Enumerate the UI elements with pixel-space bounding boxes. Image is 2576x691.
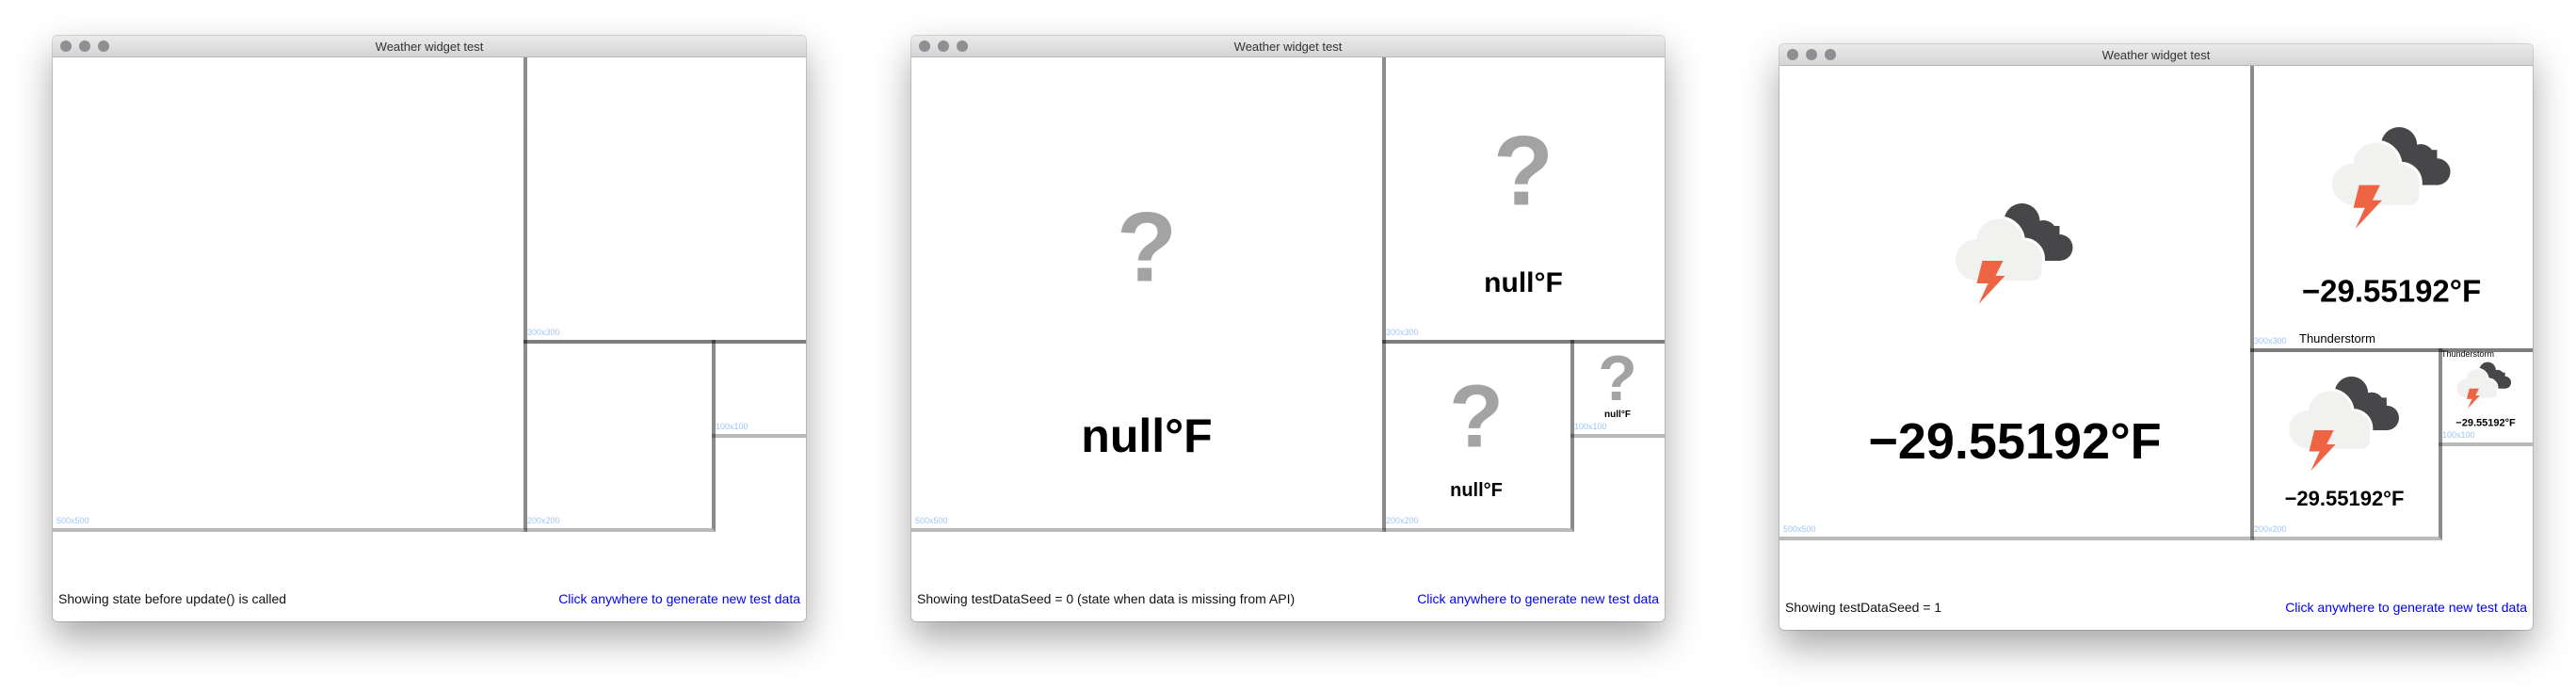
size-label: 500x500: [56, 516, 89, 525]
status-text: Showing testDataSeed = 1: [1785, 600, 1942, 615]
size-label: 300x300: [1386, 328, 1419, 337]
temperature: null°F: [1484, 267, 1563, 298]
title-bar[interactable]: Weather widget test: [53, 36, 806, 57]
question-mark-icon: ?: [1492, 116, 1554, 227]
minimize-button[interactable]: [1806, 49, 1817, 60]
temperature: null°F: [1450, 480, 1503, 501]
size-label: 200x200: [2254, 524, 2287, 534]
status-text: Showing state before update() is called: [58, 591, 287, 606]
temperature: −29.55192°F: [1868, 413, 2162, 470]
window-content[interactable]: ? null°F 500x500 ? null°F 300x300 ? null…: [911, 57, 1665, 621]
zoom-button[interactable]: [1825, 49, 1836, 60]
size-label: 300x300: [2254, 336, 2287, 346]
temperature: −29.55192°F: [2284, 487, 2405, 510]
widget-100: Thunderstorm −29.55192°F 100x100: [2439, 348, 2533, 446]
question-mark-icon: ?: [1448, 366, 1505, 467]
window-title: Weather widget test: [375, 40, 484, 54]
thunderstorm-icon: [2286, 376, 2401, 473]
widget-300: 300x300: [523, 57, 806, 344]
temperature: null°F: [1081, 410, 1213, 462]
temperature: −29.55192°F: [2301, 273, 2482, 309]
condition-label: Thunderstorm: [2441, 349, 2495, 359]
size-label: 100x100: [2442, 430, 2475, 440]
close-button[interactable]: [1787, 49, 1798, 60]
widget-500: 500x500: [53, 57, 527, 532]
size-label: 100x100: [1574, 422, 1607, 431]
temperature: −29.55192°F: [2455, 417, 2516, 429]
widget-200: 200x200: [523, 340, 716, 532]
generate-test-data-link[interactable]: Click anywhere to generate new test data: [558, 591, 800, 606]
thunderstorm-icon: [2328, 126, 2453, 231]
zoom-button[interactable]: [957, 40, 968, 52]
widget-200: −29.55192°F 200x200: [2250, 348, 2442, 540]
thunderstorm-icon: [1952, 202, 2075, 306]
size-label: 500x500: [1783, 524, 1816, 534]
minimize-button[interactable]: [938, 40, 949, 52]
window-content[interactable]: 500x500 300x300 200x200 100x100 Showing …: [53, 57, 806, 621]
generate-test-data-link[interactable]: Click anywhere to generate new test data: [2285, 600, 2527, 615]
condition-label: Thunderstorm: [2299, 331, 2375, 346]
window-title: Weather widget test: [2101, 48, 2211, 62]
title-bar[interactable]: Weather widget test: [1779, 44, 2533, 66]
minimize-button[interactable]: [79, 40, 90, 52]
title-bar[interactable]: Weather widget test: [911, 36, 1665, 57]
widget-500: −29.55192°F 500x500: [1779, 66, 2254, 540]
widget-200: ? null°F 200x200: [1382, 340, 1574, 532]
question-mark-icon: ?: [1598, 343, 1637, 414]
question-mark-icon: ?: [1116, 192, 1178, 303]
window-seed-0[interactable]: Weather widget test ? null°F 500x500 ? n…: [911, 36, 1665, 621]
widget-100: ? null°F 100x100: [1570, 340, 1665, 438]
size-label: 200x200: [527, 516, 560, 525]
generate-test-data-link[interactable]: Click anywhere to generate new test data: [1417, 591, 1659, 606]
widget-300: −29.55192°F 300x300 Thunderstorm: [2250, 66, 2533, 352]
close-button[interactable]: [919, 40, 930, 52]
window-before-update[interactable]: Weather widget test 500x500 300x300 200x…: [53, 36, 806, 621]
size-label: 200x200: [1386, 516, 1419, 525]
size-label: 300x300: [527, 328, 560, 337]
window-seed-1[interactable]: Weather widget test −29.55192°F 500x500 …: [1779, 44, 2533, 630]
window-title: Weather widget test: [1233, 40, 1343, 54]
widget-300: ? null°F 300x300: [1382, 57, 1665, 344]
widget-500: ? null°F 500x500: [911, 57, 1386, 532]
size-label: 500x500: [915, 516, 948, 525]
thunderstorm-icon: [2455, 362, 2512, 410]
window-content[interactable]: −29.55192°F 500x500 −29.55192°F 300x300 …: [1779, 66, 2533, 630]
size-label: 100x100: [716, 422, 749, 431]
status-text: Showing testDataSeed = 0 (state when dat…: [917, 591, 1296, 606]
zoom-button[interactable]: [98, 40, 109, 52]
close-button[interactable]: [60, 40, 72, 52]
temperature: null°F: [1604, 410, 1631, 420]
widget-100: 100x100: [712, 340, 806, 438]
